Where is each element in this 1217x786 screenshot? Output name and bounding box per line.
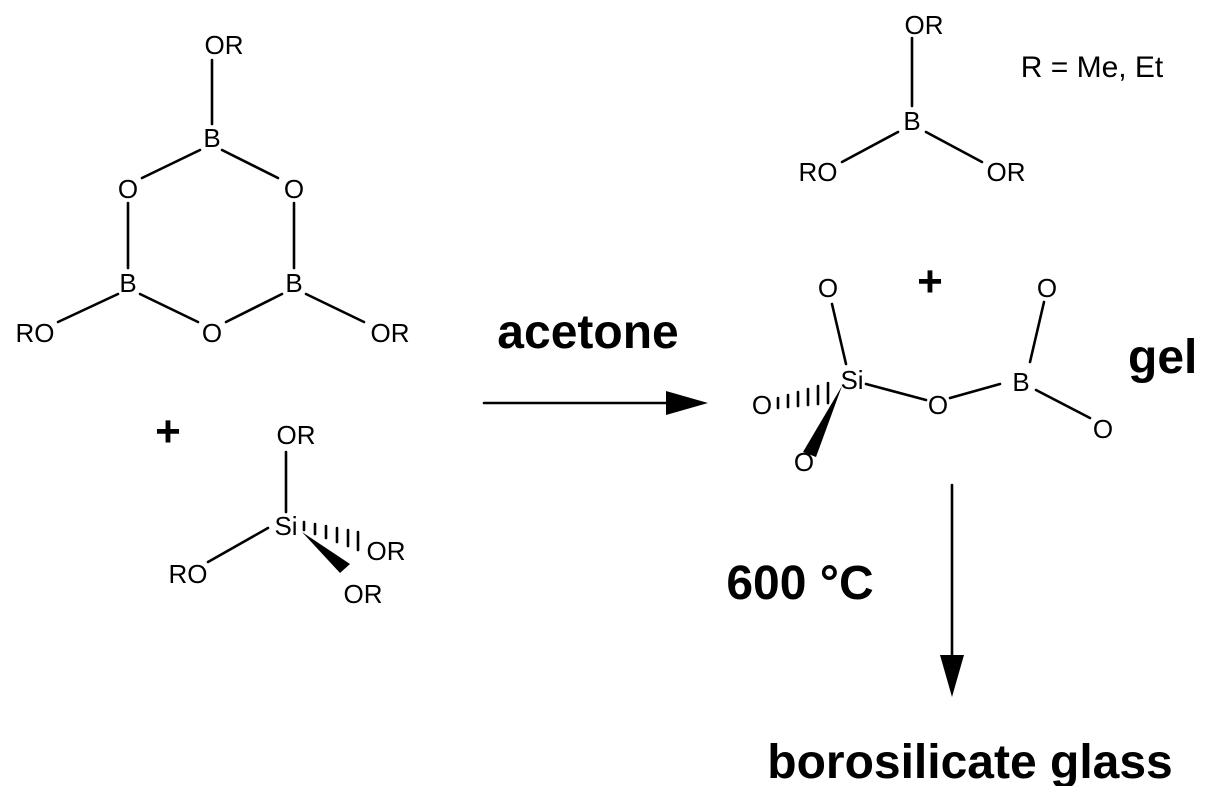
- bond: [924, 130, 984, 164]
- boroxine-molecule: OR B O O B B O RO OR: [16, 30, 410, 348]
- atom-b: B: [119, 268, 136, 298]
- atom-or: OR: [905, 10, 944, 40]
- bond: [830, 302, 848, 366]
- bond: [948, 382, 1002, 400]
- reaction-arrowhead: [666, 391, 708, 415]
- plus-sign: +: [917, 257, 943, 306]
- hashed-bond: [776, 381, 830, 410]
- wedge-bond: [302, 532, 350, 573]
- bond: [304, 292, 366, 324]
- atom-o: O: [202, 318, 222, 348]
- hashed-bond: [302, 520, 360, 552]
- atom-o: O: [118, 174, 138, 204]
- plus-sign: +: [155, 407, 181, 456]
- solvent-label: acetone: [497, 306, 678, 359]
- atom-or: OR: [371, 318, 410, 348]
- gel-network-fragment: O Si O O O B O O: [752, 273, 1113, 477]
- trialkyl-borate-molecule: OR B RO OR: [799, 10, 1026, 187]
- atom-or: OR: [987, 157, 1026, 187]
- atom-b: B: [903, 106, 920, 136]
- product-label: borosilicate glass: [767, 736, 1173, 786]
- temperature-label: 600 °C: [726, 557, 873, 610]
- bond: [840, 130, 900, 164]
- atom-o: O: [794, 447, 814, 477]
- atom-o: O: [1037, 273, 1057, 303]
- bond: [206, 526, 270, 564]
- r-group-definition: R = Me, Et: [1021, 51, 1164, 84]
- bond: [220, 148, 280, 180]
- atom-si: Si: [840, 365, 863, 395]
- atom-b: B: [285, 268, 302, 298]
- wedge-bond: [803, 386, 842, 457]
- bond: [138, 292, 200, 324]
- bond: [1028, 300, 1046, 364]
- atom-or: OR: [205, 30, 244, 60]
- bond: [56, 292, 120, 324]
- bond: [224, 292, 284, 324]
- tetraalkoxysilane-molecule: OR Si RO OR OR: [169, 420, 406, 609]
- atom-ro: RO: [799, 157, 838, 187]
- bond: [1034, 388, 1092, 420]
- atom-or: OR: [367, 536, 406, 566]
- atom-o: O: [818, 273, 838, 303]
- atom-ro: RO: [16, 318, 55, 348]
- atom-si: Si: [274, 511, 297, 541]
- atom-b: B: [203, 123, 220, 153]
- atom-ro: RO: [169, 559, 208, 589]
- atom-or: OR: [277, 420, 316, 450]
- atom-o: O: [752, 390, 772, 420]
- atom-o: O: [928, 390, 948, 420]
- atom-or: OR: [344, 579, 383, 609]
- bond: [140, 148, 202, 180]
- bond: [864, 382, 928, 402]
- atom-o: O: [284, 174, 304, 204]
- calcination-arrowhead: [940, 655, 964, 697]
- gel-label: gel: [1128, 331, 1197, 384]
- atom-b: B: [1012, 367, 1029, 397]
- atom-o: O: [1093, 414, 1113, 444]
